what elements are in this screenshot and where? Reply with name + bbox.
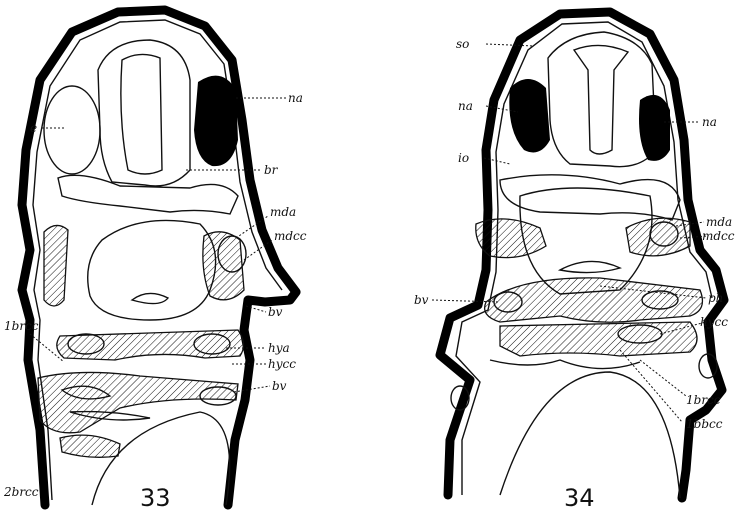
fig33-nasal-sac (194, 76, 238, 167)
fig34-label-io: io (458, 151, 469, 165)
fig33-label-e: e (30, 121, 37, 135)
fig33-label-br: br (264, 163, 279, 177)
fig34-pharynx-fold (560, 261, 620, 272)
fig34-label-bv: bv (414, 293, 429, 307)
figure-33: e na br mda mdcc bv 1brcc hya hycc bv 2b… (3, 10, 307, 512)
fig33-pharynx (88, 220, 216, 320)
fig34-label-hycc: hycc (700, 315, 728, 329)
fig34-nasal-left (509, 79, 550, 152)
fig33-leader-bv-lower (234, 386, 270, 392)
fig33-label-bv-upper: bv (268, 305, 283, 319)
fig34-label-1bbcc: 1bbcc (686, 417, 723, 431)
fig33-label-mda: mda (270, 205, 296, 219)
fig34-floor (500, 175, 680, 220)
fig34-label-mda: mda (706, 215, 732, 229)
fig34-mandibular-left (476, 219, 546, 258)
fig34-brain-inner (574, 45, 628, 154)
fig34-label-so: so (456, 37, 469, 51)
fig34-leader-so (486, 44, 534, 46)
fig33-branchial (38, 372, 238, 432)
fig33-brain (98, 40, 190, 186)
fig33-branchial-2 (60, 435, 120, 457)
fig33-brain-inner (121, 54, 162, 174)
fig34-label-1brcc: 1brcc (686, 393, 721, 407)
fig34-label-na-left: na (458, 99, 473, 113)
fig34-label-na-right: na (702, 115, 717, 129)
fig33-label-2brcc: 2brcc (3, 485, 39, 499)
fig34-number: 34 (564, 484, 595, 512)
fig34-lower-fold (490, 360, 640, 369)
fig34-nasal-right (639, 95, 670, 161)
fig34-label-ph: ph (708, 291, 723, 305)
fig33-pharynx-fold (132, 293, 168, 303)
fig33-eye (44, 86, 100, 174)
fig33-label-na: na (288, 91, 303, 105)
fig33-label-mdcc: mdcc (274, 229, 307, 243)
fig33-label-bv-lower: bv (272, 379, 287, 393)
fig33-floor (58, 175, 238, 214)
fig34-lower-contour (500, 372, 680, 498)
fig33-mandibular-left (44, 225, 68, 306)
figure-34: so na na io mda mdcc bv ph hycc 1brcc 1b… (414, 12, 735, 512)
fig33-label-hycc: hycc (268, 357, 296, 371)
fig34-brain (548, 32, 656, 167)
fig33-mandibular-right (203, 232, 244, 300)
fig33-number: 33 (140, 484, 171, 512)
fig34-leader-lbrcc (640, 360, 686, 396)
fig34-outline (440, 12, 724, 498)
fig34-pharyngeal-band (485, 278, 703, 322)
fig34-label-mdcc: mdcc (702, 229, 735, 243)
fig34-hyoid-band (500, 322, 697, 356)
fig33-label-hya: hya (268, 341, 290, 355)
fig33-label-lbrcc: 1brcc (4, 319, 39, 333)
